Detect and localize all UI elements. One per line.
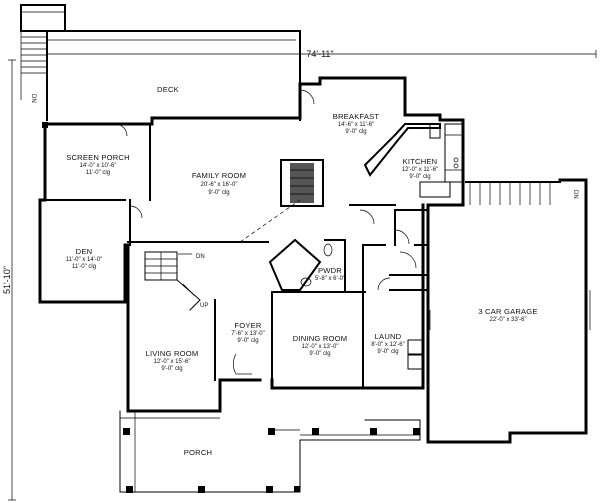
porch-name: PORCH [184,448,212,457]
dining-room-ceiling: 9'-0" clg [309,351,330,357]
breakfast-ceiling: 9'-0" clg [345,129,366,135]
fireplace [280,159,324,207]
kitchen-size: 12'-0" x 11'-6" [402,167,438,173]
living-room-name: LIVING ROOM [146,349,199,358]
foyer-ceiling: 9'-0" clg [237,338,258,344]
living-room-size: 12'-0" x 15'-6" [154,359,191,365]
overall-depth-label: 51'-10" [2,266,12,294]
dining-room-size: 12'-0" x 13'-0" [302,344,339,350]
stair-up-label: UP [200,303,208,309]
porch-columns [42,122,420,493]
pwdr-name: PWDR [318,266,342,275]
foyer-size: 7'-6" x 13'-0" [231,331,265,337]
interior-stair [144,251,201,311]
garage-size: 22'-0" x 33'-6" [490,317,527,323]
den-name: DEN [76,247,93,256]
stair-dn-label: DN [196,254,205,260]
deck-stairs [20,4,66,100]
kitchen-name: KITCHEN [403,157,438,166]
ceiling-beam-line [239,199,301,243]
screen-porch-ceiling: 11'-0" clg [86,170,110,176]
garage-name: 3 CAR GARAGE [478,307,537,316]
laund-name: LAUND [375,332,402,341]
family-room-ceiling: 9'-0" clg [208,190,229,196]
kitchen-ceiling: 9'-0" clg [409,174,430,180]
den-ceiling: 11'-0" clg [72,264,96,270]
powder-room-fixtures [268,238,333,291]
living-room-ceiling: 9'-0" clg [161,366,182,372]
dimension-lines [8,50,597,501]
deck-stair-dn-label: DN [30,94,36,103]
den-size: 11'-0" x 14'-0" [66,257,102,263]
family-room-size: 20'-6" x 16'-0" [201,182,238,188]
garage-steps [407,181,561,370]
doors [114,89,417,375]
family-room-name: FAMILY ROOM [192,171,246,180]
garage-stair-dn-label: DN [572,190,578,199]
pwdr-size: 5'-8" x 6'-0" [315,276,345,282]
dining-room-name: DINING ROOM [293,334,348,343]
breakfast-name: BREAKFAST [333,112,380,121]
interior-walls [127,204,429,389]
kitchen-counters [363,123,464,198]
garage-door [429,290,591,330]
laund-size: 8'-0" x 12'-6" [371,342,405,348]
deck-outline [46,30,301,121]
overall-width-label: 74'-11" [306,49,333,59]
exterior-walls [38,76,588,444]
room-labels: BREAKFAST 14'-6" x 11'-6" 9'-0" clg KITC… [66,112,538,457]
laund-ceiling: 9'-0" clg [377,349,398,355]
breakfast-size: 14'-6" x 11'-6" [338,122,374,128]
deck-label: DECK [157,85,179,94]
screen-porch-size: 14'-0" x 10'-6" [80,163,117,169]
porch-outline [119,410,421,493]
screen-porch-name: SCREEN PORCH [66,153,130,162]
foyer-name: FOYER [234,321,261,330]
